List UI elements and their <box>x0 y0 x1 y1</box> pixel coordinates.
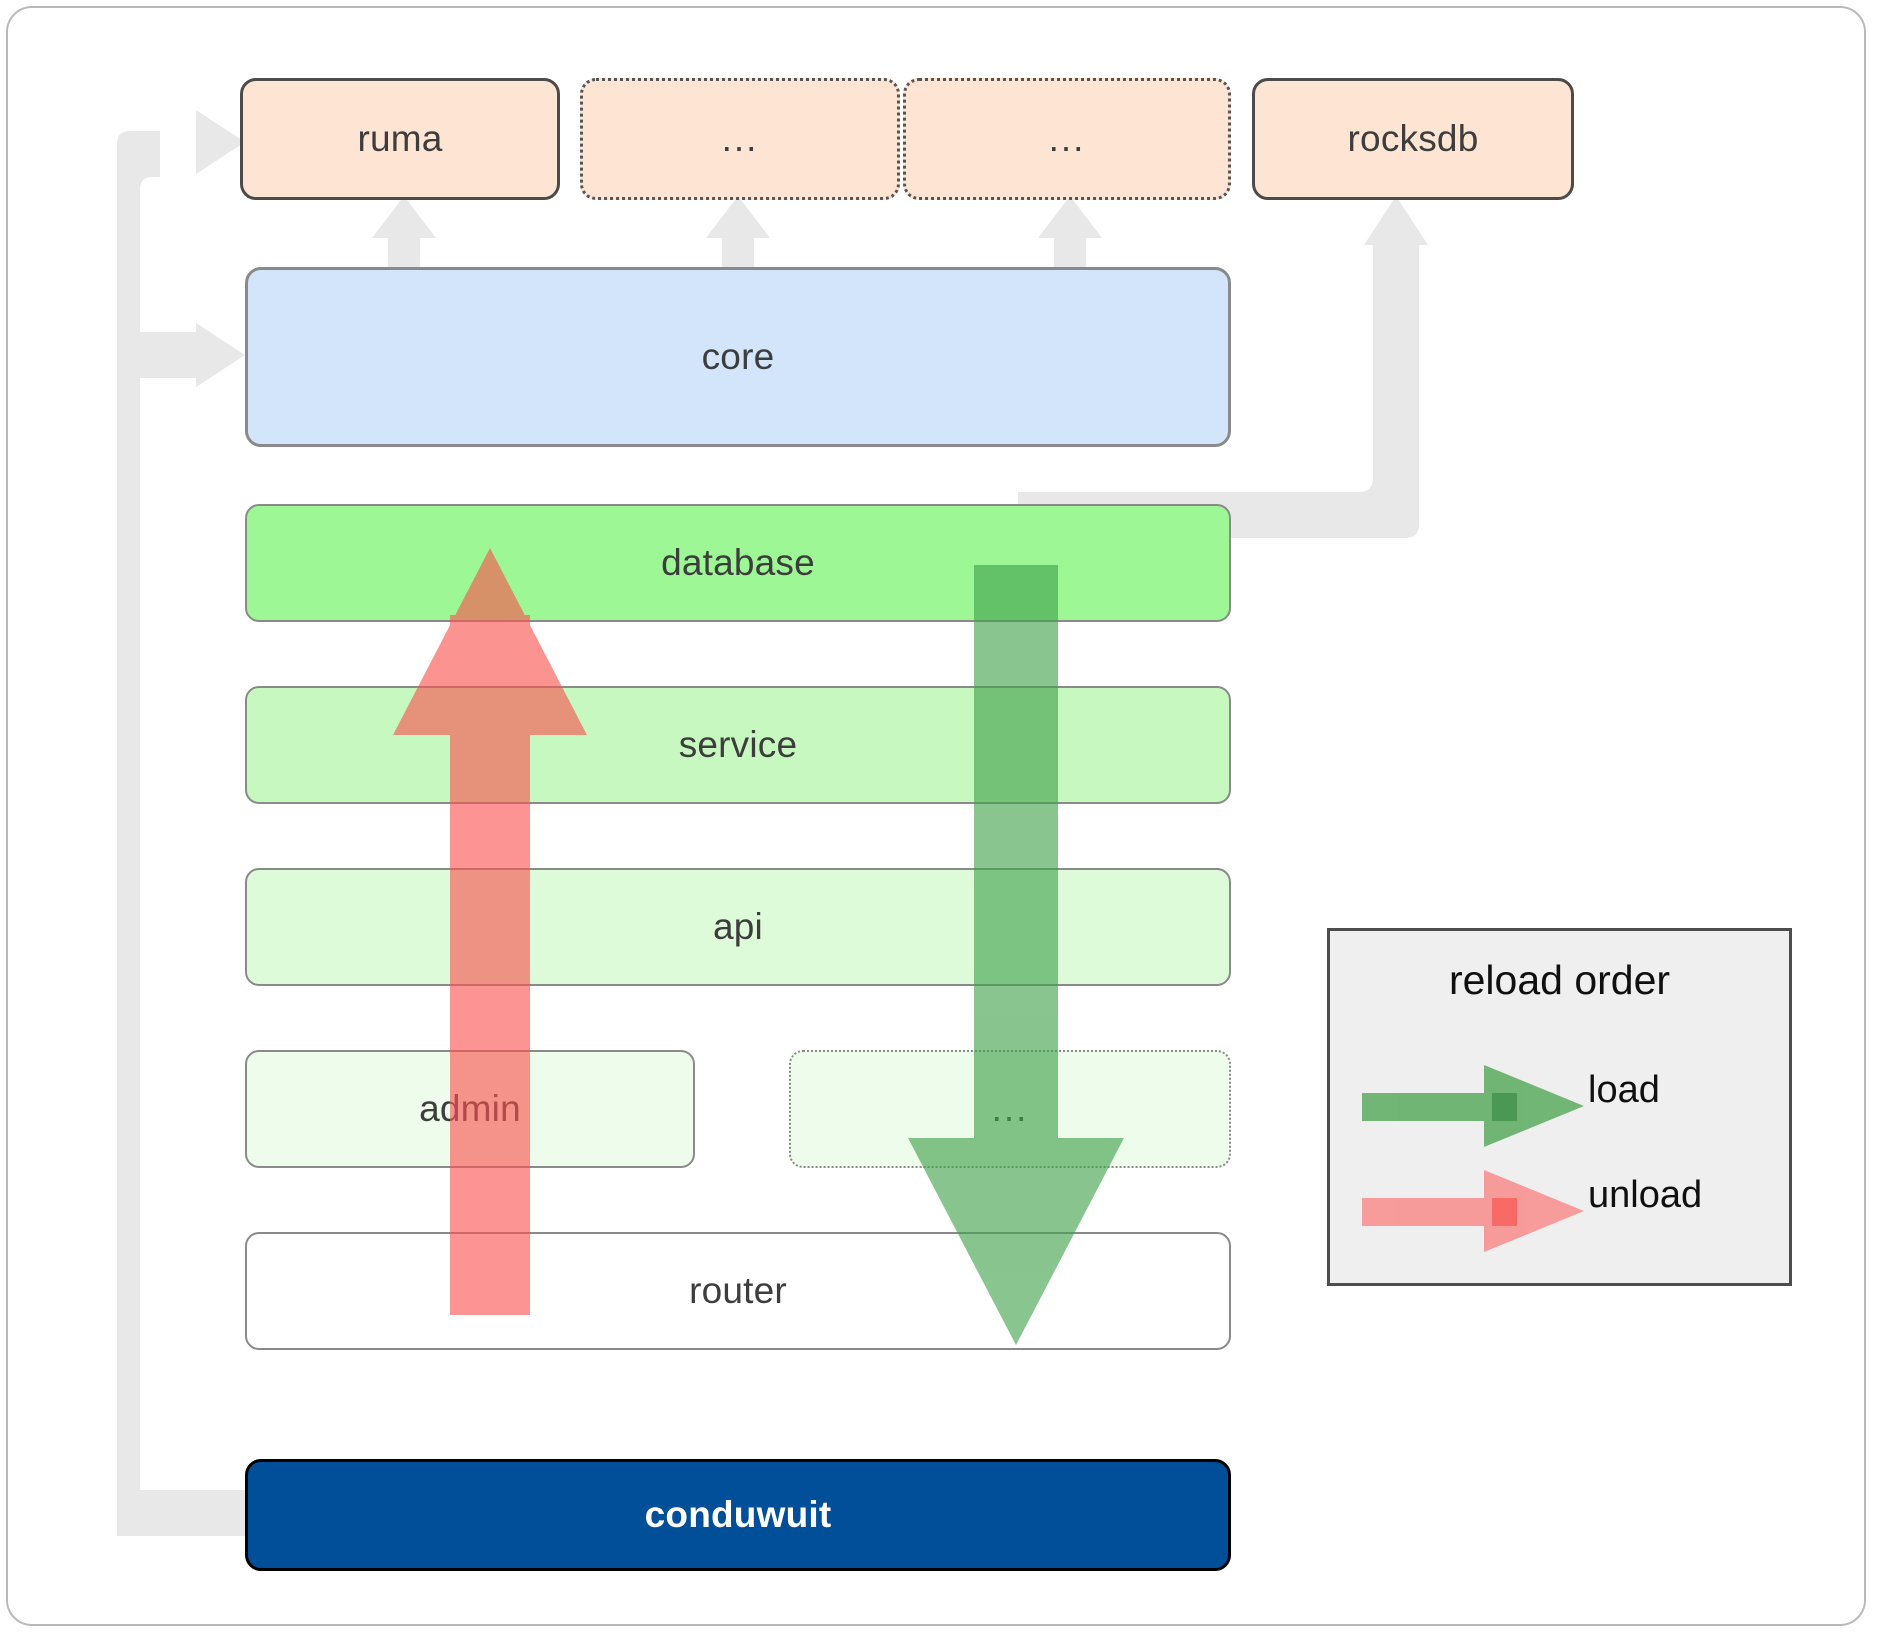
legend-load-label: load <box>1588 1069 1660 1111</box>
diagram-frame <box>6 6 1866 1626</box>
node-database[interactable]: database <box>245 504 1231 622</box>
legend-panel: reload order load unload <box>1327 928 1792 1286</box>
node-admin-label: admin <box>419 1088 521 1129</box>
node-rocksdb-label: rocksdb <box>1347 118 1479 159</box>
node-dependency-ellipsis-1[interactable]: ... <box>580 78 900 200</box>
legend-row-load: load <box>1330 1061 1789 1151</box>
node-dependency-ellipsis-1-label: ... <box>721 117 759 159</box>
node-router[interactable]: router <box>245 1232 1231 1350</box>
node-router-label: router <box>689 1270 787 1311</box>
legend-load-arrow-icon <box>1362 1065 1584 1147</box>
node-core-label: core <box>701 336 775 377</box>
node-conduwuit[interactable]: conduwuit <box>245 1459 1231 1571</box>
legend-title: reload order <box>1448 957 1671 1003</box>
node-ruma[interactable]: ruma <box>240 78 560 200</box>
node-leaf-ellipsis[interactable]: ... <box>789 1050 1231 1168</box>
node-database-label: database <box>661 542 815 583</box>
legend-unload-arrow-icon <box>1362 1170 1584 1252</box>
node-leaf-ellipsis-label: ... <box>991 1087 1029 1129</box>
node-rocksdb[interactable]: rocksdb <box>1252 78 1574 200</box>
node-service[interactable]: service <box>245 686 1231 804</box>
node-dependency-ellipsis-2[interactable]: ... <box>903 78 1231 200</box>
legend-row-unload: unload <box>1330 1166 1789 1256</box>
legend-unload-label: unload <box>1588 1174 1703 1216</box>
node-conduwuit-label: conduwuit <box>644 1494 832 1535</box>
node-dependency-ellipsis-2-label: ... <box>1048 117 1086 159</box>
node-api[interactable]: api <box>245 868 1231 986</box>
node-api-label: api <box>713 906 763 947</box>
node-core[interactable]: core <box>245 267 1231 447</box>
node-service-label: service <box>678 724 798 765</box>
node-ruma-label: ruma <box>357 118 443 159</box>
node-admin[interactable]: admin <box>245 1050 695 1168</box>
